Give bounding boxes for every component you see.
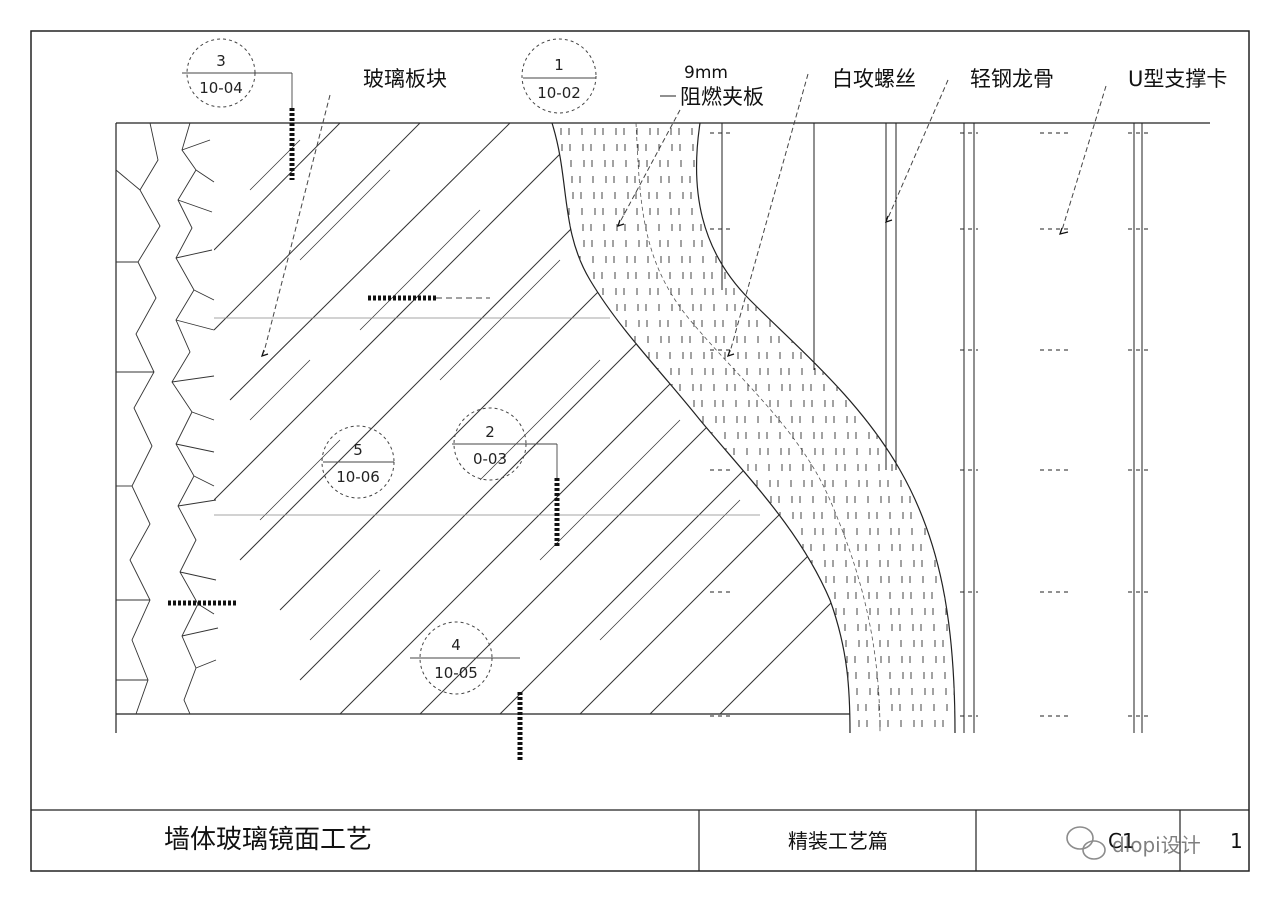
bubble-4-number: 4 bbox=[451, 636, 461, 654]
screw-label: 白攻螺丝 bbox=[832, 67, 916, 91]
bubble-4-ref: 10-05 bbox=[434, 664, 478, 682]
sheet-frame bbox=[30, 30, 1250, 872]
u-clip-marks bbox=[710, 132, 1148, 717]
label-leaders bbox=[263, 73, 1107, 353]
section-bubble-5: 5 10-06 bbox=[321, 425, 395, 499]
bubble-5-number: 5 bbox=[353, 441, 363, 459]
watermark: dlopi设计 bbox=[1066, 826, 1201, 860]
glass-panel-hatch bbox=[214, 123, 850, 714]
board-label: 阻燃夹板 bbox=[680, 85, 764, 109]
section-bubble-2: 2 0-03 bbox=[453, 407, 527, 481]
bubble-3-ref: 10-04 bbox=[199, 79, 243, 97]
board-edge-curve bbox=[695, 122, 956, 734]
section-cut-marks bbox=[168, 108, 560, 762]
board-texture bbox=[557, 128, 955, 727]
section-cut-leaders bbox=[182, 72, 558, 659]
bubble-2-ref: 0-03 bbox=[473, 450, 507, 468]
sheet-code: C1 bbox=[1108, 829, 1135, 853]
bubble-1-number: 1 bbox=[554, 56, 564, 74]
board-thickness-label: 9mm bbox=[684, 63, 728, 83]
board-inner-curve bbox=[635, 122, 881, 734]
bubble-1-ref: 10-02 bbox=[537, 84, 581, 102]
base-wall-cracks bbox=[115, 122, 219, 715]
steel-keel-lines bbox=[721, 123, 1143, 733]
glass-edge-curve bbox=[551, 122, 851, 734]
bubble-5-ref: 10-06 bbox=[336, 468, 380, 486]
page-number: 1 bbox=[1230, 829, 1243, 853]
bubble-2-number: 2 bbox=[485, 423, 495, 441]
glass-panel-label: 玻璃板块 bbox=[363, 67, 447, 91]
screw-marks bbox=[260, 215, 1069, 358]
section-name: 精装工艺篇 bbox=[788, 829, 888, 853]
keel-label: 轻钢龙骨 bbox=[970, 67, 1054, 91]
drawing-title: 墙体玻璃镜面工艺 bbox=[164, 825, 372, 855]
bubble-3-number: 3 bbox=[216, 52, 226, 70]
section-bubble-3: 3 10-04 bbox=[186, 38, 256, 108]
section-bubble-4: 4 10-05 bbox=[419, 621, 493, 695]
u-clip-label: U型支撑卡 bbox=[1128, 67, 1227, 91]
watermark-text: dlopi设计 bbox=[1112, 833, 1201, 857]
wechat-icon bbox=[1066, 826, 1106, 860]
section-bubble-1: 1 10-02 bbox=[521, 38, 597, 114]
